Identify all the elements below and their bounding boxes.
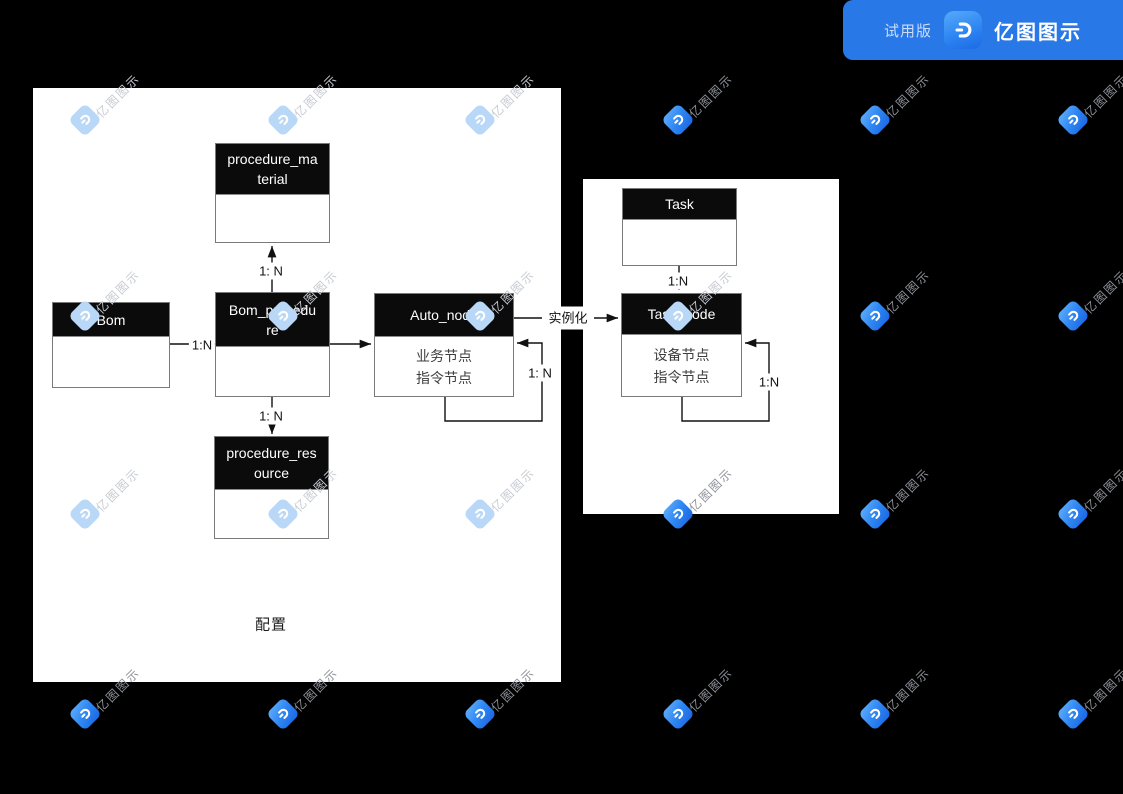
entity-auto-node[interactable]: Auto_node 业务节点 指令节点 bbox=[374, 293, 514, 397]
entity-body bbox=[216, 195, 329, 242]
entity-task-node[interactable]: Task_node 设备节点 指令节点 bbox=[621, 293, 742, 397]
entity-title: Task bbox=[623, 189, 736, 220]
trial-banner[interactable]: 试用版 亿图图示 bbox=[843, 0, 1123, 60]
edge-label-task-tasknode: 1:N bbox=[664, 272, 692, 290]
edraw-logo-icon bbox=[858, 497, 892, 531]
brand-name: 亿图图示 bbox=[994, 21, 1082, 44]
edraw-logo-icon bbox=[1056, 299, 1090, 333]
watermark-text: 亿图图示 bbox=[1081, 71, 1123, 121]
entity-body: 业务节点 指令节点 bbox=[416, 347, 472, 386]
entity-title: Task_node bbox=[622, 294, 741, 335]
entity-title: Bom bbox=[53, 303, 169, 337]
entity-procedure-resource[interactable]: procedure_res ource bbox=[214, 436, 329, 539]
edge-label-bomprocedure-material: 1: N bbox=[256, 262, 286, 280]
watermark-text: 亿图图示 bbox=[1081, 665, 1123, 715]
edge-label-tasknode-selfloop: 1:N bbox=[755, 373, 783, 391]
entity-title: Bom_procedu re bbox=[216, 293, 329, 347]
edraw-logo-icon bbox=[858, 697, 892, 731]
edraw-logo-icon bbox=[944, 11, 982, 49]
entity-bom-procedure[interactable]: Bom_procedu re bbox=[215, 292, 330, 397]
watermark-text: 亿图图示 bbox=[883, 665, 933, 715]
edraw-logo-icon bbox=[858, 299, 892, 333]
edge-label-instantiate: 实例化 bbox=[542, 306, 594, 330]
edraw-logo-icon bbox=[1056, 103, 1090, 137]
watermark-text: 亿图图示 bbox=[883, 71, 933, 121]
edraw-logo-icon bbox=[661, 103, 695, 137]
config-caption: 配置 bbox=[254, 616, 288, 634]
watermark-text: 亿图图示 bbox=[686, 71, 736, 121]
edraw-logo-icon bbox=[1056, 497, 1090, 531]
entity-bom[interactable]: Bom bbox=[52, 302, 170, 388]
edraw-logo-icon bbox=[463, 697, 497, 731]
entity-title: procedure_res ource bbox=[215, 437, 328, 490]
watermark-text: 亿图图示 bbox=[883, 465, 933, 515]
entity-body bbox=[623, 220, 736, 265]
trial-version-label: 试用版 bbox=[883, 22, 932, 40]
watermark-text: 亿图图示 bbox=[883, 267, 933, 317]
edraw-logo-icon bbox=[858, 103, 892, 137]
edraw-logo-icon bbox=[661, 697, 695, 731]
entity-body bbox=[215, 490, 328, 538]
entity-body bbox=[53, 337, 169, 387]
watermark-text: 亿图图示 bbox=[1081, 267, 1123, 317]
edraw-logo-icon bbox=[68, 697, 102, 731]
entity-task[interactable]: Task bbox=[622, 188, 737, 266]
edraw-logo-icon bbox=[266, 697, 300, 731]
edge-label-bomprocedure-resource: 1: N bbox=[256, 407, 286, 425]
watermark-text: 亿图图示 bbox=[686, 665, 736, 715]
entity-title: Auto_node bbox=[375, 294, 513, 337]
edge-label-bom-bomprocedure: 1:N bbox=[188, 336, 216, 354]
entity-procedure-material[interactable]: procedure_ma terial bbox=[215, 143, 330, 243]
edraw-logo-icon bbox=[1056, 697, 1090, 731]
entity-body: 设备节点 指令节点 bbox=[653, 346, 710, 385]
entity-body bbox=[216, 347, 329, 396]
watermark-text: 亿图图示 bbox=[1081, 465, 1123, 515]
edge-label-autonode-selfloop: 1: N bbox=[525, 364, 555, 382]
entity-title: procedure_ma terial bbox=[216, 144, 329, 195]
